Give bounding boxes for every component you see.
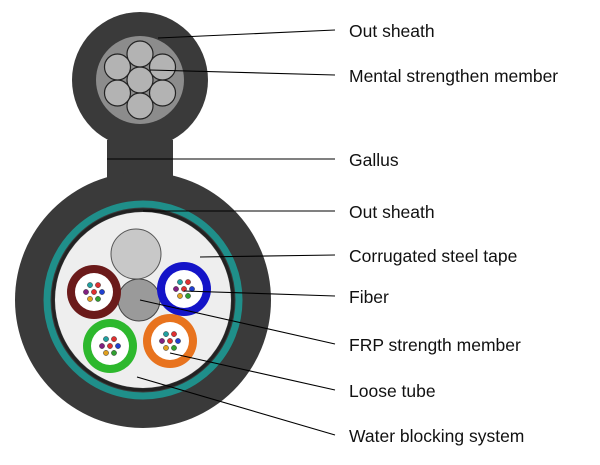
leader-out-sheath-top (157, 29, 336, 39)
fiber (87, 296, 93, 302)
filler-rod (110, 228, 162, 280)
leader-corrugated-steel-tape (199, 254, 336, 258)
label-frp-strength-member: FRP strength member (349, 335, 521, 355)
fiber-bundle (83, 282, 105, 302)
fiber (167, 338, 173, 344)
leader-loose-tube (169, 352, 336, 391)
strength-wire (103, 53, 132, 81)
fiber (103, 350, 109, 356)
fiber (91, 289, 97, 295)
fiber (163, 331, 169, 337)
loose-tube-green (83, 319, 137, 373)
fiber-bundle (159, 331, 181, 351)
fiber (171, 331, 177, 337)
fiber (185, 293, 191, 299)
label-metal-strength-member: Mental strengthen member (349, 66, 558, 86)
fiber (159, 338, 165, 344)
fiber (115, 343, 121, 349)
fiber (171, 345, 177, 351)
label-loose-tube: Loose tube (349, 381, 436, 401)
label-water-blocking-system: Water blocking system (349, 426, 524, 446)
fiber (87, 282, 93, 288)
metal-strength-wires (103, 40, 177, 120)
strength-wire (103, 79, 132, 107)
fiber (177, 293, 183, 299)
fiber (107, 343, 113, 349)
loose-tube-brown (67, 265, 121, 319)
fiber (181, 286, 187, 292)
fiber (95, 282, 101, 288)
fiber (99, 289, 105, 295)
fiber (111, 336, 117, 342)
fiber (185, 279, 191, 285)
loose-tube-orange (143, 314, 197, 368)
fiber (111, 350, 117, 356)
label-gallus: Gallus (349, 150, 399, 170)
strength-wire (126, 92, 154, 120)
leader-lines (107, 29, 336, 436)
fiber-bundle (99, 336, 121, 356)
fiber (83, 289, 89, 295)
strength-wire (126, 40, 154, 68)
corrugated-steel-tape-ring (43, 200, 243, 400)
fiber (175, 338, 181, 344)
fiber (177, 279, 183, 285)
water-blocking-ring (51, 208, 235, 392)
strength-wire (126, 66, 154, 94)
fiber-bundle (173, 279, 195, 299)
fiber (99, 343, 105, 349)
leader-frp-strength-member (139, 299, 336, 345)
fiber (163, 345, 169, 351)
leader-fiber (183, 290, 336, 297)
frp-strength-member (117, 278, 161, 322)
loose-tube-blue (157, 262, 211, 316)
strength-wire (148, 79, 177, 107)
leader-water-blocking-system (136, 376, 336, 436)
label-corrugated-steel-tape: Corrugated steel tape (349, 246, 517, 266)
label-out-sheath-top: Out sheath (349, 21, 435, 41)
leader-metal-strength-member (149, 69, 336, 76)
fiber (103, 336, 109, 342)
fiber (173, 286, 179, 292)
label-fiber: Fiber (349, 287, 389, 307)
fiber (95, 296, 101, 302)
strength-wire (148, 53, 177, 81)
label-out-sheath-main: Out sheath (349, 202, 435, 222)
